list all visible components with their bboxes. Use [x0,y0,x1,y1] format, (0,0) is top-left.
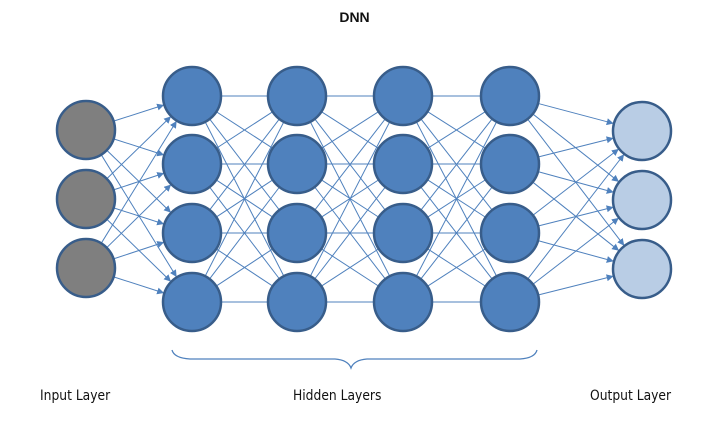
connection-edge [527,154,625,280]
connection-edge [314,119,386,211]
output-node [611,238,673,300]
connection-edge [106,116,171,180]
hidden-node [161,65,223,127]
diagram-title: DNN [339,9,370,25]
connection-edge [113,276,165,295]
connection-edge [215,249,273,287]
nodes [55,65,673,333]
connection-edge [209,119,280,211]
connection-edge [113,172,165,191]
connection-edge [100,120,177,244]
hidden-node [372,133,434,195]
connection-edge [427,111,485,149]
hidden-layers-label: Hidden Layers [293,388,382,404]
connection-edge [309,122,390,277]
connection-edge [532,217,619,285]
input-layer-label: Input Layer [40,388,111,404]
hidden-node [479,65,541,127]
connection-edge [113,138,165,157]
connections [100,95,625,303]
connection-edge [113,241,165,260]
connection-edge [537,102,614,126]
hidden-layers-brace [171,349,538,370]
hidden-node [372,271,434,333]
connection-edge [113,103,165,122]
output-layer-label: Output Layer [590,388,672,404]
connection-edge [420,119,492,211]
hidden-node [266,133,328,195]
input-node [55,237,117,299]
hidden-node [479,133,541,195]
output-node [611,169,673,231]
connection-edge [106,184,172,249]
connection-edge [415,122,497,277]
hidden-node [372,202,434,264]
hidden-node [479,271,541,333]
connection-edge [420,187,493,280]
connection-edge [538,136,614,158]
hidden-node [161,133,223,195]
connection-edge [427,248,486,287]
input-node [55,168,117,230]
connection-edge [321,248,379,287]
connection-edge [538,274,614,296]
connection-edge [532,148,619,216]
connection-edge [321,111,379,149]
connection-edge [314,187,386,280]
input-node [55,99,117,161]
hidden-node [479,202,541,264]
connection-edge [216,111,273,149]
connection-edge [209,187,280,280]
hidden-node [266,271,328,333]
connection-edge [204,122,284,277]
hidden-node [161,271,223,333]
hidden-node [266,65,328,127]
hidden-node [161,202,223,264]
hidden-node [266,202,328,264]
hidden-node [372,65,434,127]
output-node [611,100,673,162]
